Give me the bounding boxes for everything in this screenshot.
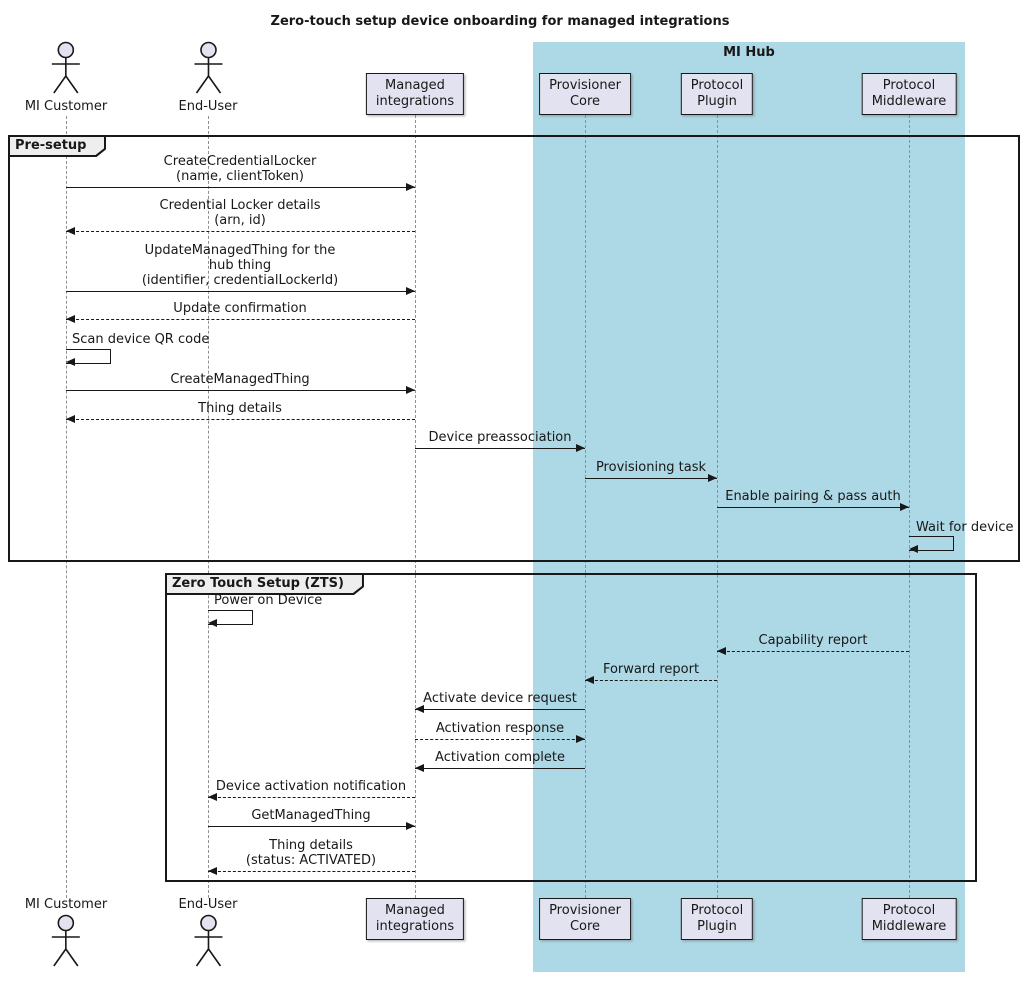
message-13-arrowhead-icon	[717, 647, 726, 655]
frame-zts: Zero Touch Setup (ZTS)	[165, 573, 977, 882]
person-icon	[52, 914, 80, 967]
message-16-line	[415, 739, 585, 740]
message-1-label: CreateCredentialLocker (name, clientToke…	[163, 154, 317, 184]
message-6-arrowhead-icon	[406, 386, 415, 394]
participant-protocol-middleware-top: Protocol Middleware	[861, 73, 957, 115]
message-11-label: Wait for device	[916, 520, 1014, 535]
message-3-label: UpdateManagedThing for the hub thing (id…	[141, 243, 339, 288]
actor-label: End-User	[178, 99, 238, 114]
message-8-arrowhead-icon	[576, 444, 585, 452]
message-14-arrowhead-icon	[585, 676, 594, 684]
message-20-label: Thing details (status: ACTIVATED)	[245, 838, 377, 868]
message-19-arrowhead-icon	[406, 822, 415, 830]
message-4-arrowhead-icon	[66, 315, 75, 323]
participant-provisioner-core-bottom: Provisioner Core	[539, 898, 631, 940]
message-14-label: Forward report	[602, 662, 700, 677]
frame-zts-label: Zero Touch Setup (ZTS)	[167, 575, 362, 593]
actor-mi-customer-bottom: MI Customer	[25, 897, 107, 970]
frame-pre-setup-tab: Pre-setup	[8, 135, 106, 157]
message-2-arrowhead-icon	[66, 227, 75, 235]
message-7-label: Thing details	[198, 401, 282, 416]
message-7-arrowhead-icon	[66, 415, 75, 423]
message-19-line	[208, 826, 415, 827]
message-18-line	[208, 797, 415, 798]
message-9-label: Provisioning task	[595, 460, 707, 475]
message-6-label: CreateManagedThing	[170, 372, 310, 387]
participant-protocol-plugin-bottom: Protocol Plugin	[680, 898, 754, 940]
actor-mi-customer-top: MI Customer	[25, 41, 107, 114]
person-icon	[194, 41, 222, 94]
participant-provisioner-core-top: Provisioner Core	[539, 73, 631, 115]
lifeline-protocol-middleware	[909, 115, 910, 898]
message-15-arrowhead-icon	[415, 705, 424, 713]
frame-pre-setup: Pre-setup	[8, 135, 1020, 562]
actor-end-user-top: End-User	[178, 41, 238, 114]
person-icon	[194, 914, 222, 967]
lifeline-end-user	[208, 116, 209, 898]
actor-end-user-bottom: End-User	[178, 897, 238, 970]
message-1-arrowhead-icon	[406, 183, 415, 191]
message-20-arrowhead-icon	[208, 867, 217, 875]
message-5-loop	[66, 349, 111, 364]
message-10-line	[717, 507, 909, 508]
message-4-line	[66, 319, 415, 320]
message-19-label: GetManagedThing	[251, 808, 371, 823]
message-13-line	[717, 651, 909, 652]
lifeline-provisioner-core	[585, 115, 586, 898]
participant-managed-integrations-top: Managed integrations	[365, 73, 465, 115]
message-2-line	[66, 231, 415, 232]
message-8-line	[415, 448, 585, 449]
message-14-line	[585, 680, 717, 681]
actor-label: MI Customer	[24, 99, 108, 114]
participant-managed-integrations-bottom: Managed integrations	[365, 898, 465, 940]
message-5-arrowhead-icon	[66, 358, 75, 366]
diagram-title: Zero-touch setup device onboarding for m…	[270, 14, 730, 29]
message-1-line	[66, 187, 415, 188]
lifeline-mi-customer	[66, 116, 67, 898]
lifeline-protocol-plugin	[717, 115, 718, 898]
message-15-label: Activate device request	[423, 691, 577, 706]
frame-zts-tab: Zero Touch Setup (ZTS)	[165, 573, 364, 595]
message-13-label: Capability report	[758, 633, 868, 648]
lifeline-managed-integrations	[415, 115, 416, 898]
mi-hub-label: MI Hub	[723, 45, 775, 60]
message-16-arrowhead-icon	[576, 735, 585, 743]
person-icon	[52, 41, 80, 94]
actor-label: MI Customer	[24, 897, 108, 912]
message-17-line	[415, 768, 585, 769]
message-17-arrowhead-icon	[415, 764, 424, 772]
message-5-label: Scan device QR code	[72, 332, 210, 347]
message-20-line	[208, 871, 415, 872]
message-11-loop	[909, 536, 954, 551]
message-2-label: Credential Locker details (arn, id)	[159, 198, 321, 228]
participant-protocol-plugin-top: Protocol Plugin	[680, 73, 754, 115]
message-18-label: Device activation notification	[215, 779, 407, 794]
message-3-arrowhead-icon	[406, 287, 415, 295]
message-3-line	[66, 291, 415, 292]
message-7-line	[66, 419, 415, 420]
message-18-arrowhead-icon	[208, 793, 217, 801]
message-6-line	[66, 390, 415, 391]
message-9-arrowhead-icon	[708, 474, 717, 482]
message-12-loop	[208, 610, 253, 625]
message-12-label: Power on Device	[214, 593, 323, 608]
message-10-label: Enable pairing & pass auth	[725, 489, 901, 504]
message-11-arrowhead-icon	[909, 545, 918, 553]
actor-label: End-User	[178, 897, 238, 912]
participant-protocol-middleware-bottom: Protocol Middleware	[861, 898, 957, 940]
message-17-label: Activation complete	[435, 750, 565, 765]
message-10-arrowhead-icon	[900, 503, 909, 511]
message-8-label: Device preassociation	[428, 430, 572, 445]
message-16-label: Activation response	[435, 721, 565, 736]
message-9-line	[585, 478, 717, 479]
message-4-label: Update confirmation	[173, 301, 307, 316]
frame-pre-setup-label: Pre-setup	[10, 137, 104, 155]
message-15-line	[415, 709, 585, 710]
message-12-arrowhead-icon	[208, 619, 217, 627]
